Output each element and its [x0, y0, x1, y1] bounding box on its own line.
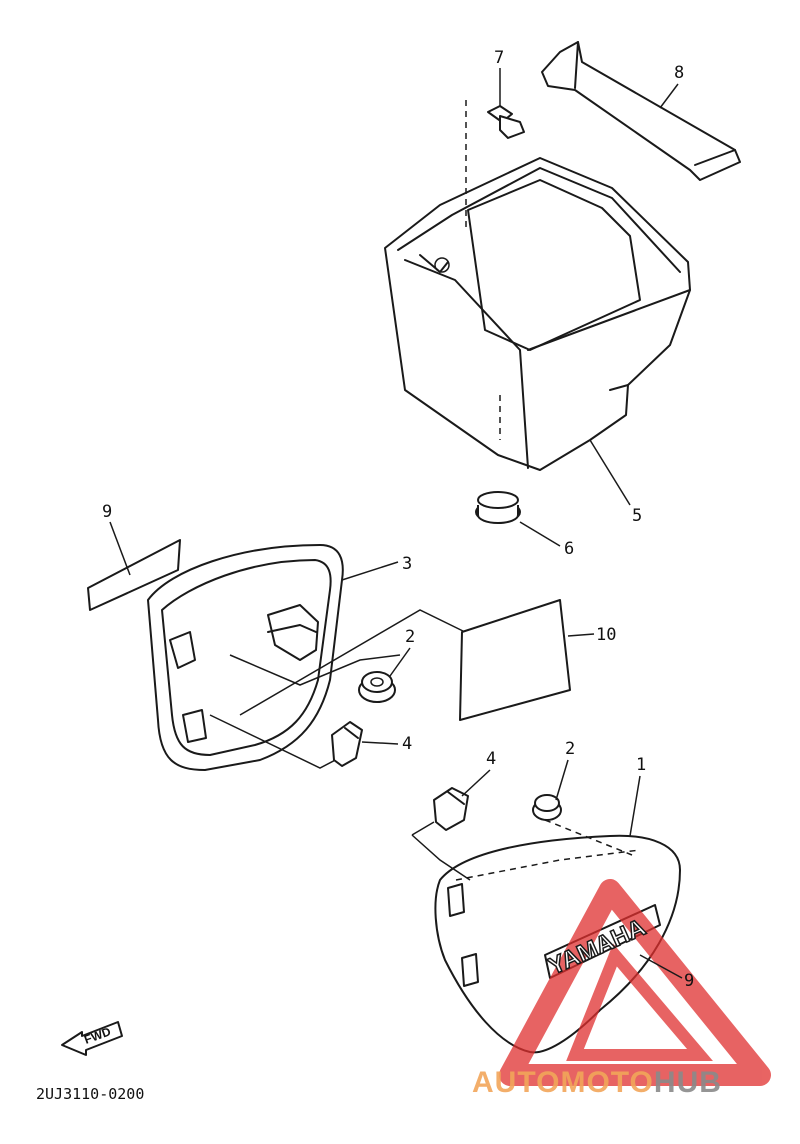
watermark-part2: HUB [654, 1066, 722, 1099]
callout-9: 9 [102, 502, 112, 522]
watermark-text: AUTOMOTOHUB [472, 1066, 722, 1099]
watermark-part1: AUTOMOTO [472, 1066, 654, 1099]
callout-8: 8 [674, 63, 684, 83]
fwd-arrow-icon: FWD [61, 1021, 123, 1056]
callout-2: 2 [565, 739, 575, 759]
callout-4: 4 [402, 734, 412, 754]
battery-band-part [541, 41, 741, 181]
bolt-part [465, 100, 525, 230]
callout-9: 9 [684, 971, 694, 991]
clip-left-part [331, 721, 363, 767]
callout-1: 1 [636, 755, 646, 775]
callout-10: 10 [596, 625, 616, 645]
clip-right-part [433, 787, 469, 831]
side-cover-left-part [147, 544, 466, 771]
battery-box-part [384, 157, 691, 471]
callout-4: 4 [486, 749, 496, 769]
panel-plate-part [459, 599, 571, 721]
callout-3: 3 [402, 554, 412, 574]
damper-right-part [532, 794, 562, 821]
callout-5: 5 [632, 506, 642, 526]
damper-left-part [358, 671, 396, 703]
callout-2: 2 [405, 627, 415, 647]
callout-6: 6 [564, 539, 574, 559]
callout-7: 7 [494, 48, 504, 68]
decal-strip-part [87, 539, 181, 611]
callout-labels: 1 2 2 3 4 4 5 6 7 8 9 9 10 [102, 48, 694, 991]
grommet-part [475, 491, 521, 524]
diagram-code: 2UJ3110-0200 [36, 1085, 144, 1103]
watermark-triangle [499, 879, 771, 1086]
